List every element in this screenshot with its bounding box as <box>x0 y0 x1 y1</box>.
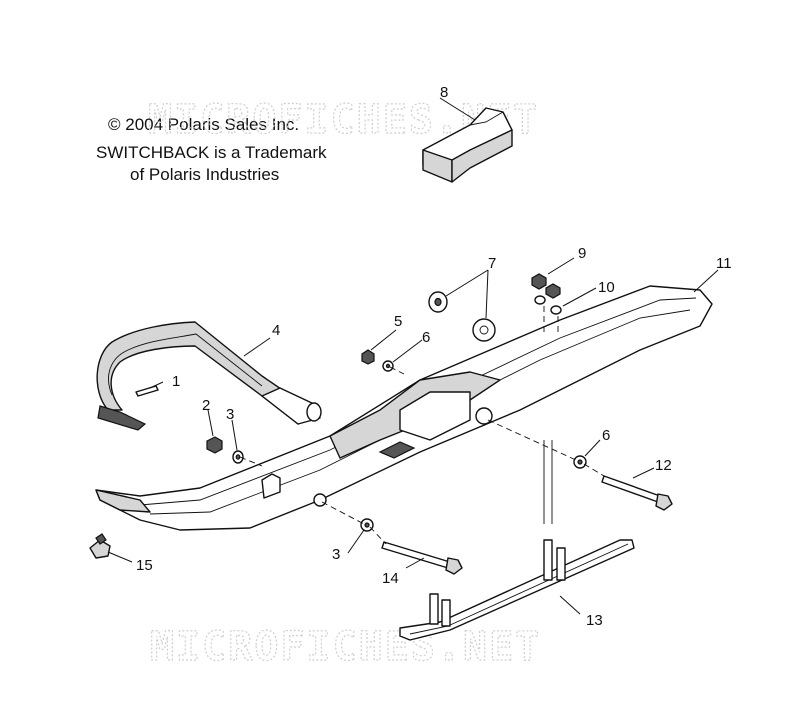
part-14-bolt <box>381 541 463 575</box>
part-1-pin <box>135 385 159 397</box>
part-3-washer-upper <box>232 450 244 464</box>
callout-13: 13 <box>586 612 603 629</box>
callout-8: 8 <box>440 84 448 101</box>
callout-6a: 6 <box>422 329 430 346</box>
part-6-washer-upper <box>382 360 394 372</box>
callout-15: 15 <box>136 557 153 574</box>
part-3-washer-lower <box>360 518 374 532</box>
part-4-ski-handle <box>96 321 322 431</box>
part-12-bolt <box>601 475 673 511</box>
callout-9: 9 <box>578 245 586 262</box>
part-5-nut <box>361 349 375 365</box>
callout-7: 7 <box>488 255 496 272</box>
callout-10: 10 <box>598 279 615 296</box>
callout-2: 2 <box>202 397 210 414</box>
trademark-note-line1: SWITCHBACK is a Trademark <box>96 143 327 162</box>
part-13-wear-bar <box>399 539 635 641</box>
callout-3a: 3 <box>226 406 234 423</box>
part-8-bumper-block <box>422 107 513 183</box>
callout-5: 5 <box>394 313 402 330</box>
watermark-bottom: MICROFICHES.NET <box>150 624 541 670</box>
part-2-nut <box>206 436 223 454</box>
callout-4: 4 <box>272 322 280 339</box>
part-6-washer-lower <box>573 455 587 469</box>
callout-11: 11 <box>716 255 732 272</box>
callout-6b: 6 <box>602 427 610 444</box>
callout-12: 12 <box>655 457 672 474</box>
part-7-spacers <box>428 291 496 342</box>
copyright-note: © 2004 Polaris Sales Inc. <box>108 115 300 134</box>
callout-14: 14 <box>382 570 399 587</box>
callout-3b: 3 <box>332 546 340 563</box>
part-15-clip <box>89 533 111 559</box>
part-10-washers <box>534 295 562 315</box>
part-9-nuts <box>531 273 561 299</box>
trademark-note-line2: of Polaris Industries <box>130 165 280 184</box>
callout-1: 1 <box>172 373 180 390</box>
